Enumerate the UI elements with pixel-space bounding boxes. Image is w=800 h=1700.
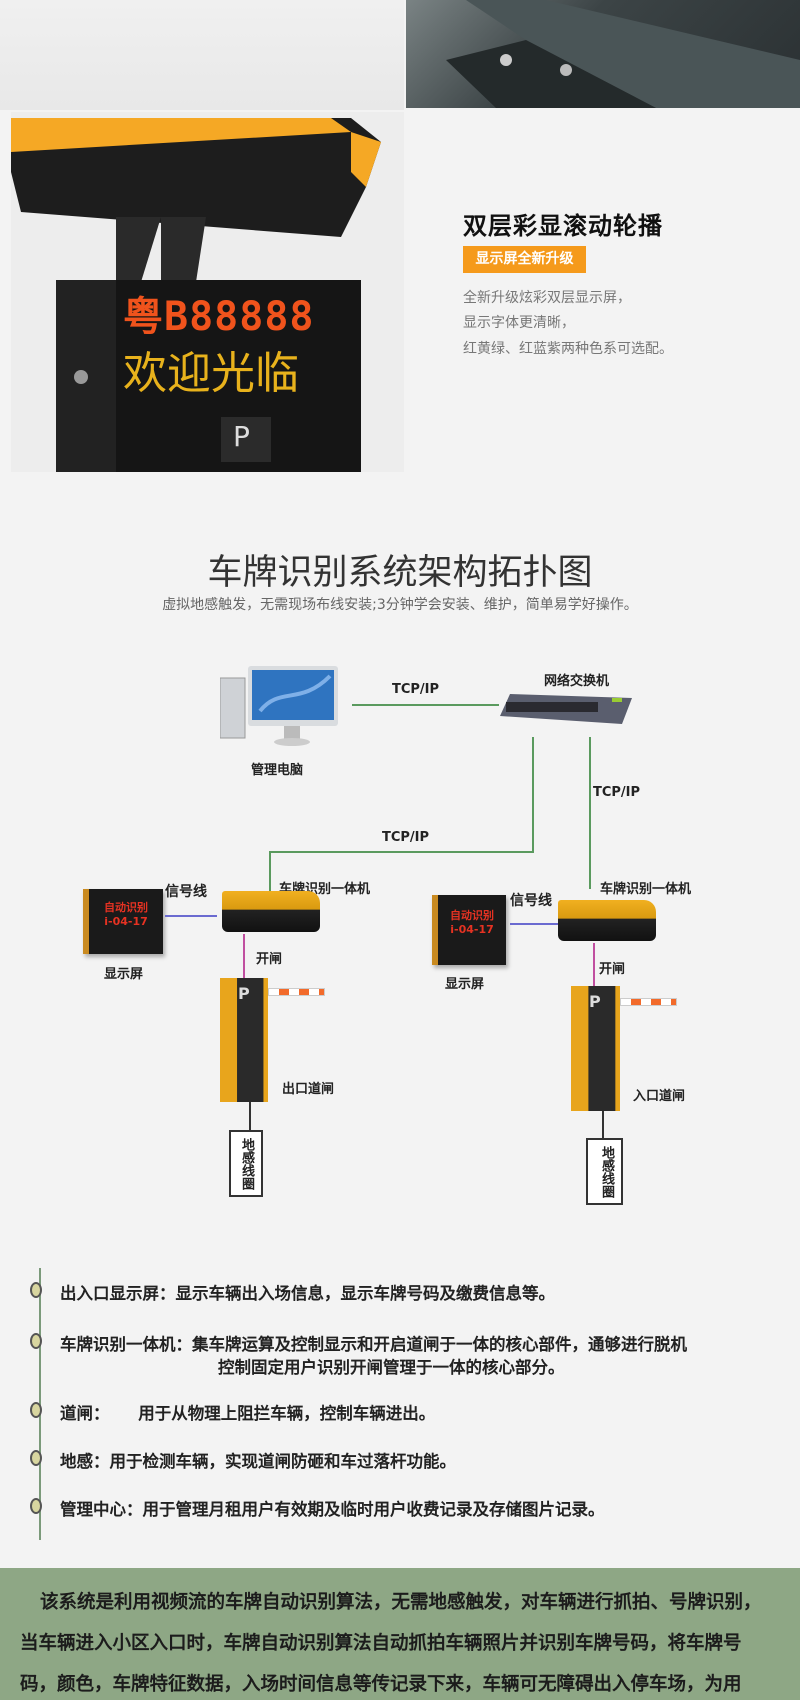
signal-line xyxy=(165,915,217,917)
led-text: 自动识别 xyxy=(450,909,494,922)
loop-line xyxy=(602,1111,604,1138)
signal-label: 信号线 xyxy=(510,893,552,909)
photo-background xyxy=(0,0,404,110)
network-switch-icon xyxy=(500,694,632,724)
tcp-label: TCP/IP xyxy=(593,785,641,800)
pc-icon xyxy=(219,666,340,748)
signal-label: 信号线 xyxy=(165,884,207,900)
barrier-arm xyxy=(620,998,677,1006)
list-item: 道闸： 用于从物理上阻拦车辆，控制车辆进出。 xyxy=(30,1400,435,1424)
barrier-arm xyxy=(268,988,325,996)
lpr-camera-icon xyxy=(558,900,656,941)
tcp-label: TCP/IP xyxy=(382,830,430,845)
ground-loop-box: 地感线圈 xyxy=(229,1130,263,1197)
list-item: 车牌识别一体机：集车牌运算及控制显示和开启道闸于一体的核心部件，通够进行脱机 xyxy=(30,1331,687,1355)
summary-panel: 该系统是利用视频流的车牌自动识别算法，无需地感触发，对车辆进行抓拍、号牌识别， … xyxy=(0,1568,800,1700)
summary-line: 当车辆进入小区入口时，车牌自动识别算法自动抓拍车辆照片并识别车牌号码，将车牌号 xyxy=(20,1633,742,1654)
camera-label: 车牌识别一体机 xyxy=(600,882,692,897)
bullet-icon xyxy=(30,1498,42,1514)
led-welcome-text: 欢迎光临 xyxy=(123,348,299,399)
summary-line: 码，颜色，车牌特征数据，入场时间信息等传记录下来，车辆可无障碍出入停车场，为用 xyxy=(20,1674,742,1695)
open-label: 开闸 xyxy=(256,952,283,967)
display-label: 显示屏 xyxy=(445,977,485,992)
loop-line xyxy=(249,1102,251,1130)
parking-sign: P xyxy=(233,420,250,453)
diagram-subtitle: 虚拟地感触发，无需现场布线安装;3分钟学会安装、维护，简单易学好操作。 xyxy=(162,597,638,613)
list-item: 出入口显示屏：显示车辆出入场信息，显示车牌号码及缴费信息等。 xyxy=(30,1280,555,1304)
barrier-label: 入口道闸 xyxy=(633,1089,686,1104)
led-plate-text: 粤B88888 xyxy=(123,294,315,340)
feature-line: 全新升级炫彩双层显示屏， xyxy=(463,290,631,306)
signal-line xyxy=(510,923,558,925)
switch-label: 网络交换机 xyxy=(544,674,610,689)
summary-line: 该系统是利用视频流的车牌自动识别算法，无需地感触发，对车辆进行抓拍、号牌识别， xyxy=(40,1592,762,1613)
open-line xyxy=(593,943,595,986)
barrier-gate-icon: P xyxy=(220,978,268,1102)
feature-line: 显示字体更清晰， xyxy=(463,315,575,331)
list-item: 管理中心：用于管理月租用户有效期及临时用户收费记录及存储图片记录。 xyxy=(30,1496,605,1520)
bracket-closeup-photo xyxy=(406,0,800,108)
list-item: 地感：用于检测车辆，实现道闸防砸和车过落杆功能。 xyxy=(30,1448,456,1472)
tcp-label: TCP/IP xyxy=(392,682,440,697)
link-line xyxy=(532,737,534,852)
display-label: 显示屏 xyxy=(104,967,144,982)
open-label: 开闸 xyxy=(599,962,626,977)
feature-title: 双层彩显滚动轮播 xyxy=(463,212,663,240)
tcp-link-line xyxy=(352,704,499,706)
led-text: i-04-17 xyxy=(450,923,494,936)
led-text: i-04-17 xyxy=(104,915,148,928)
feature-line: 红黄绿、红蓝紫两种色系可选配。 xyxy=(463,341,673,357)
barrier-gate-icon: P xyxy=(571,986,620,1111)
camera-display-product-photo: 粤B88888 欢迎光临 P xyxy=(11,112,404,472)
pc-label: 管理电脑 xyxy=(251,763,304,778)
bullet-icon xyxy=(30,1450,42,1466)
bullet-icon xyxy=(30,1333,42,1349)
feature-badge: 显示屏全新升级 xyxy=(463,246,586,273)
barrier-label: 出口道闸 xyxy=(282,1082,335,1097)
list-item-continuation: 控制固定用户识别开闸管理于一体的核心部分。 xyxy=(218,1358,565,1377)
bullet-icon xyxy=(30,1282,42,1298)
diagram-title: 车牌识别系统架构拓扑图 xyxy=(207,553,593,593)
link-line xyxy=(269,851,534,853)
bullet-icon xyxy=(30,1402,42,1418)
open-line xyxy=(243,934,245,978)
led-text: 自动识别 xyxy=(104,901,148,914)
lpr-camera-icon xyxy=(222,891,320,932)
link-line xyxy=(269,851,271,896)
link-line xyxy=(589,737,591,889)
ground-loop-box: 地感线圈 xyxy=(586,1138,623,1205)
